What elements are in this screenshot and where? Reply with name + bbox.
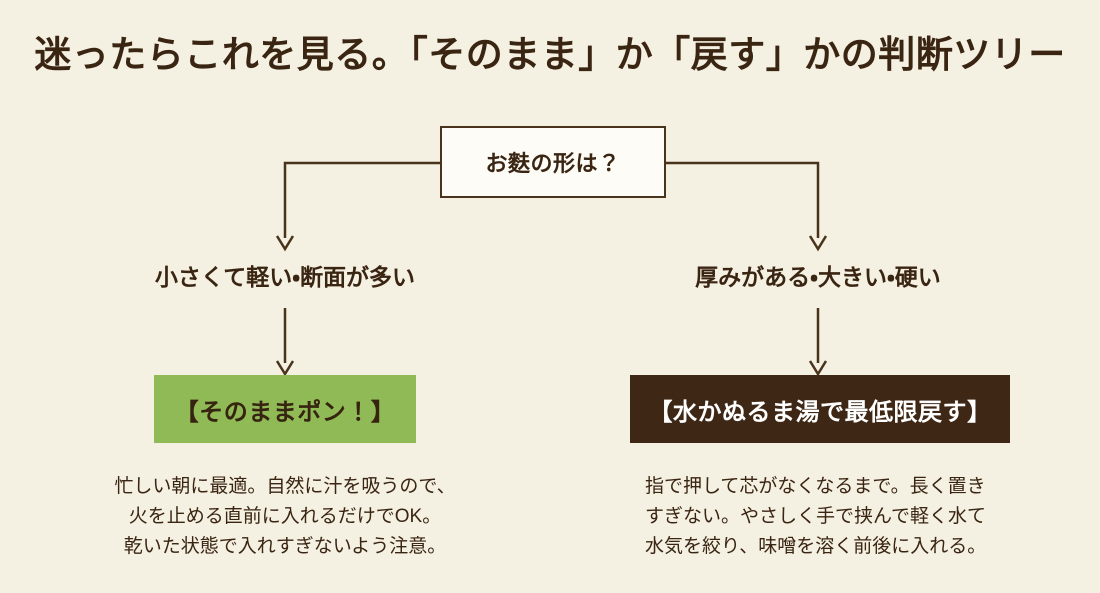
arrowhead-right-branch: [808, 235, 828, 252]
caption-right-line-3: 水気を絞り、味噌を溶く前後に入れる。: [645, 536, 987, 557]
caption-right-line-1: 指で押して芯がなくなるまで。長く置き: [645, 476, 986, 497]
result-node-left-label: 【そのままポン！】: [174, 398, 396, 426]
connector-root-to-right: [666, 161, 820, 238]
caption-left-line-1: 忙しい朝に最適。自然に汁を吸うので、: [114, 476, 456, 497]
result-node-left[interactable]: 【そのままポン！】: [154, 375, 416, 443]
result-node-right[interactable]: 【水かぬるま湯で最低限戻す】: [630, 375, 1010, 443]
caption-left-line-2: 火を止める直前に入れるだけでOK。: [128, 506, 442, 527]
connector-root-to-left: [283, 161, 440, 238]
arrowhead-left-branch: [275, 235, 295, 252]
arrowhead-right-result: [808, 360, 828, 377]
root-decision-node[interactable]: お麩の形は？: [440, 126, 666, 198]
root-node-label: お麩の形は？: [485, 151, 621, 176]
caption-right: 指で押して芯がなくなるまで。長く置き すぎない。やさしく手で挟んで軽く水て 水気…: [645, 472, 1025, 562]
caption-left-line-3: 乾いた状態で入れすぎないよう注意。: [123, 536, 447, 557]
caption-left: 忙しい朝に最適。自然に汁を吸うので、 火を止める直前に入れるだけでOK。 乾いた…: [95, 472, 475, 562]
caption-right-line-2: すぎない。やさしく手で挟んで軽く水て: [645, 506, 987, 527]
page-title: 迷ったらこれを見る。「そのまま」か「戻す」かの判断ツリー: [34, 34, 1066, 75]
branch-label-left: 小さくて軽い・断面が多い: [154, 264, 416, 290]
arrowhead-left-result: [275, 360, 295, 377]
result-node-right-label: 【水かぬるま湯で最低限戻す】: [648, 398, 992, 426]
branch-label-right: 厚みがある・大きい・硬い: [695, 264, 941, 290]
